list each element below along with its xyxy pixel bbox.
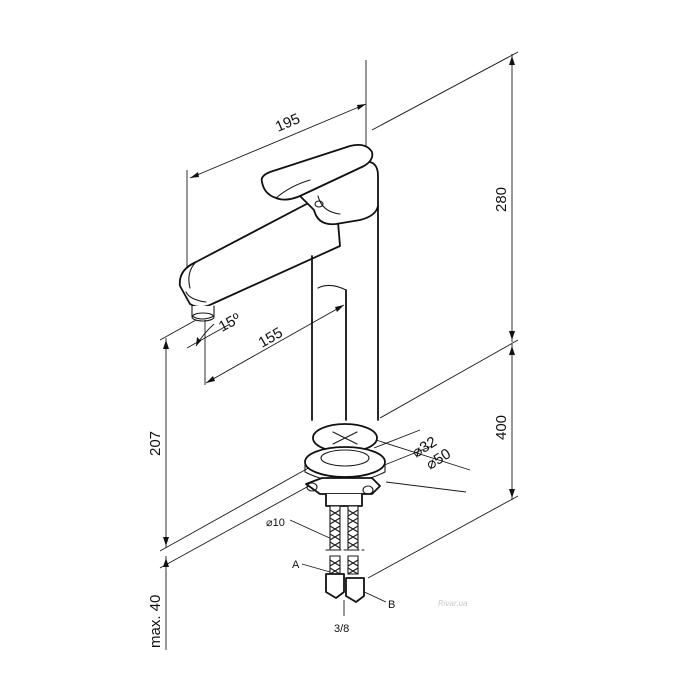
base-cross-2 (332, 431, 358, 445)
countertop-line-upper (159, 465, 313, 552)
arrow-155-left (206, 376, 215, 383)
angle-ray (186, 323, 231, 349)
label-thread: 3/8 (334, 623, 349, 635)
fixing-plate (305, 477, 381, 495)
aerator-mouth (191, 312, 215, 322)
lever-pivot (317, 195, 341, 215)
lever-edge (275, 179, 311, 199)
leader-d10 (289, 519, 335, 541)
faucet-body (178, 143, 379, 453)
countertop-line-lower (159, 481, 317, 569)
watermark: Rivar.ua (438, 599, 468, 608)
spout-underside (185, 291, 207, 303)
column-spout-joint (317, 284, 347, 291)
mounting-hardware (304, 446, 386, 603)
label-angle: 15º (216, 310, 244, 336)
leader-a (301, 563, 331, 573)
dimension-lines (159, 51, 519, 650)
arrow-400-bottom (509, 489, 515, 498)
arrow-195-right (357, 104, 366, 110)
hose-left-lower (329, 555, 341, 575)
leader-d50 (385, 481, 467, 493)
hose-right-lower (347, 555, 359, 575)
lever-screw (314, 200, 324, 208)
hose-right (347, 505, 359, 551)
ext-line-280-top (371, 51, 519, 131)
arrow-155-right (335, 305, 344, 312)
flange (304, 446, 386, 478)
nut (325, 493, 363, 507)
dim-line-195 (189, 103, 367, 179)
stud-left (306, 482, 318, 492)
label-a: A (292, 559, 300, 571)
ext-d50 (381, 445, 433, 467)
arrow-207-bottom (163, 537, 169, 546)
arrow-angle (196, 337, 201, 346)
stud-right (362, 485, 374, 495)
spout-tip-edge (188, 261, 197, 289)
ext-line-400-bottom (367, 495, 519, 579)
ext-line-mid (379, 339, 519, 419)
arrow-195-left (190, 172, 199, 178)
label-d10: ⌀10 (266, 517, 285, 529)
hose-left (329, 505, 341, 551)
label-280: 280 (493, 187, 510, 212)
connector-b (345, 577, 365, 603)
arrow-207-top (163, 340, 169, 349)
label-155: 155 (256, 324, 286, 351)
label-195: 195 (273, 110, 303, 135)
label-b: B (388, 599, 395, 611)
label-max40: max. 40 (147, 595, 164, 648)
arrow-280-top (509, 56, 515, 65)
ext-d32 (373, 429, 421, 449)
ext-line-207-top (159, 319, 197, 341)
arrow-400-top (509, 346, 515, 355)
dim-line-155 (205, 304, 345, 384)
connector-a (325, 573, 345, 599)
label-207: 207 (147, 431, 164, 456)
arrow-280-bottom (509, 331, 515, 340)
label-400: 400 (493, 415, 510, 440)
lever-handle (260, 143, 374, 201)
arrow-max40-top (163, 558, 169, 567)
leader-d32 (375, 439, 471, 471)
flange-hole (320, 449, 370, 467)
